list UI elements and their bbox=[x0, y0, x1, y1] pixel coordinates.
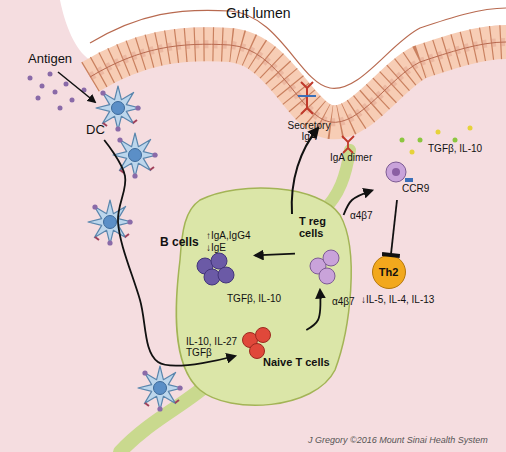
apical-border bbox=[90, 8, 506, 88]
node-label: Naive T cells bbox=[263, 356, 330, 368]
annotation-label: α4β7 bbox=[350, 210, 373, 221]
b-cell-group: B cells ↑IgA,IgG4↓IgE bbox=[160, 230, 255, 285]
annotation-label: Secretory IgA bbox=[284, 120, 334, 142]
annotation-label: TGFβ, IL-10 bbox=[428, 143, 482, 154]
node-note: ↓IL-5, IL-4, IL-13 bbox=[361, 294, 434, 305]
credit-line: J Gregory ©2016 Mount Sinai Health Syste… bbox=[308, 436, 488, 446]
secretory-iga-symbol bbox=[298, 82, 316, 114]
naive-t-cells bbox=[243, 328, 271, 359]
cell-borders bbox=[90, 42, 506, 122]
cell-nuclei bbox=[90, 42, 506, 122]
annotation-label: Antigen bbox=[28, 52, 72, 66]
antigen-particles bbox=[28, 72, 87, 111]
basal-border bbox=[90, 42, 506, 122]
arrow-connector bbox=[306, 290, 320, 330]
th2-cell: Th2↓IL-5, IL-4, IL-13 bbox=[372, 255, 406, 289]
mucosal-treg-cell bbox=[386, 162, 413, 182]
ccr9-receptor bbox=[405, 178, 413, 182]
node-label: CCR9 bbox=[402, 183, 429, 194]
iga-dimer-symbol bbox=[342, 136, 354, 153]
node-label: DC bbox=[86, 123, 105, 137]
edge-label: TGFβ, IL-10 bbox=[227, 293, 281, 304]
inhibition-connector bbox=[391, 200, 397, 255]
node-note: ↑IgA,IgG4 bbox=[206, 230, 250, 241]
node-label: B cells bbox=[160, 236, 199, 249]
b-cells bbox=[197, 253, 234, 285]
lymph-node bbox=[176, 188, 351, 405]
arrow-connector bbox=[344, 191, 372, 215]
annotation-label: IgA dimer bbox=[330, 152, 372, 163]
arrow-connector bbox=[104, 140, 235, 366]
dendritic-cell bbox=[113, 133, 158, 179]
antigen-arrow bbox=[58, 72, 95, 102]
annotation-label: α4β7 bbox=[332, 296, 355, 307]
connectors bbox=[104, 140, 397, 366]
naive-t-cell-group: Naive T cells bbox=[235, 330, 325, 375]
epithelium bbox=[90, 42, 506, 122]
node-label: Th2 bbox=[373, 266, 404, 278]
treg-cell-group: T reg cells bbox=[295, 215, 350, 290]
epithelial-band bbox=[90, 42, 506, 122]
annotation-label: Gut lumen bbox=[226, 6, 291, 21]
arrow-connector bbox=[255, 254, 295, 256]
annotation-label: IL-10, IL-27 TGFβ bbox=[186, 336, 246, 358]
mucosal-treg-cell: CCR9 bbox=[372, 155, 427, 200]
dendritic-cell bbox=[138, 366, 183, 412]
node-note: ↓IgE bbox=[206, 242, 226, 253]
cell-label-box: DC bbox=[84, 122, 114, 140]
node-label: T reg cells bbox=[299, 215, 339, 239]
treg-cells bbox=[310, 250, 339, 284]
dendritic-cell bbox=[88, 200, 133, 246]
